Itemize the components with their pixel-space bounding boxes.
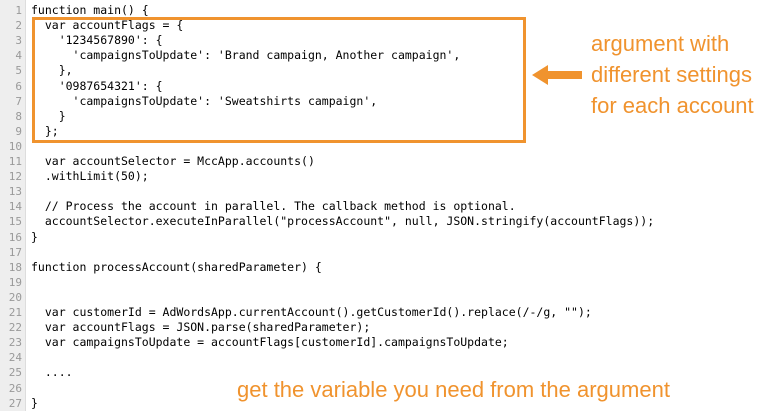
code-text: } <box>31 395 38 410</box>
code-line: 2 var accountFlags = { <box>0 18 769 33</box>
code-line: 8 } <box>0 109 769 124</box>
code-line: 17 <box>0 245 769 260</box>
code-text: } <box>31 108 66 123</box>
line-number: 9 <box>15 124 22 138</box>
code-line: 14 // Process the account in parallel. T… <box>0 199 769 214</box>
line-number: 27 <box>8 396 22 410</box>
code-line: 16} <box>0 230 769 245</box>
highlight-box <box>32 17 526 143</box>
line-number: 11 <box>8 155 22 168</box>
code-line: 10 <box>0 139 769 154</box>
code-text: 'campaignsToUpdate': 'Sweatshirts campai… <box>31 93 378 108</box>
line-number: 14 <box>8 200 22 214</box>
annotation-top: argument with different settings for eac… <box>591 31 754 118</box>
code-line: 4 'campaignsToUpdate': 'Brand campaign, … <box>0 48 769 63</box>
line-number: 10 <box>8 139 22 153</box>
line-number: 24 <box>8 351 22 365</box>
annotation-bottom: get the variable you need from the argum… <box>237 377 670 402</box>
line-number: 16 <box>8 230 22 244</box>
line-number: 22 <box>8 321 22 335</box>
code-text: }, <box>31 63 73 78</box>
code-line: 3 '1234567890': { <box>0 33 769 48</box>
code-text: .... <box>31 365 73 380</box>
code-line: 21 var customerId = AdWordsApp.currentAc… <box>0 305 769 320</box>
line-number: 23 <box>8 336 22 350</box>
code-text: var customerId = AdWordsApp.currentAccou… <box>31 305 592 319</box>
code-line: 19 <box>0 275 769 290</box>
line-number: 17 <box>8 245 22 259</box>
line-number: 21 <box>8 306 22 319</box>
line-number: 1 <box>15 4 22 17</box>
code-line: 22 var accountFlags = JSON.parse(sharedP… <box>0 320 769 335</box>
code-line: 1 function main() { <box>0 3 769 18</box>
code-text: function processAccount(sharedParameter)… <box>31 259 322 274</box>
code-line: 5 }, <box>0 63 769 78</box>
line-number: 19 <box>8 275 22 289</box>
code-text: }; <box>31 123 59 138</box>
code-text: .withLimit(50); <box>31 169 149 184</box>
code-line: 20 <box>0 290 769 305</box>
code-line: 26 <box>0 381 769 396</box>
code-line: 6 '0987654321': { <box>0 79 769 94</box>
line-number: 8 <box>15 109 22 123</box>
code-text: var accountSelector = MccApp.accounts() <box>31 154 315 168</box>
line-number: 20 <box>8 290 22 304</box>
code-line: 18 function processAccount(sharedParamete… <box>0 260 769 275</box>
code-line: 13 <box>0 184 769 199</box>
line-number: 3 <box>15 34 22 48</box>
code-text: 'campaignsToUpdate': 'Brand campaign, An… <box>31 48 461 63</box>
line-number: 4 <box>15 49 22 63</box>
code-text: accountSelector.executeInParallel("proce… <box>31 214 655 229</box>
code-text: var accountFlags = { <box>31 18 184 33</box>
line-number: 25 <box>8 366 22 380</box>
code-text: function main() { <box>31 3 149 17</box>
code-text: '0987654321': { <box>31 78 163 93</box>
line-number: 13 <box>8 185 22 199</box>
code-line: 11 var accountSelector = MccApp.accounts… <box>0 154 769 169</box>
left-arrow-icon <box>532 65 582 85</box>
code-text: } <box>31 229 38 244</box>
line-number: 15 <box>8 215 22 229</box>
line-number: 12 <box>8 170 22 184</box>
code-text: // Process the account in parallel. The … <box>31 199 516 214</box>
code-line: 24 <box>0 350 769 365</box>
code-text: var campaignsToUpdate = accountFlags[cus… <box>31 335 509 350</box>
line-number: 6 <box>15 79 22 93</box>
code-text: var accountFlags = JSON.parse(sharedPara… <box>31 320 371 335</box>
line-number: 26 <box>8 381 22 395</box>
code-line: 23 var campaignsToUpdate = accountFlags[… <box>0 335 769 350</box>
code-line: 25 .... <box>0 365 769 380</box>
line-number-gutter <box>0 0 26 411</box>
line-number: 7 <box>15 94 22 108</box>
line-number: 2 <box>15 19 22 33</box>
line-number: 5 <box>15 64 22 78</box>
code-line: 7 'campaignsToUpdate': 'Sweatshirts camp… <box>0 94 769 109</box>
code-line: 9 }; <box>0 124 769 139</box>
line-number: 18 <box>8 260 22 274</box>
code-line: 12 .withLimit(50); <box>0 169 769 184</box>
code-text: '1234567890': { <box>31 33 163 48</box>
code-line: 27} <box>0 396 769 411</box>
code-line: 15 accountSelector.executeInParallel("pr… <box>0 214 769 229</box>
